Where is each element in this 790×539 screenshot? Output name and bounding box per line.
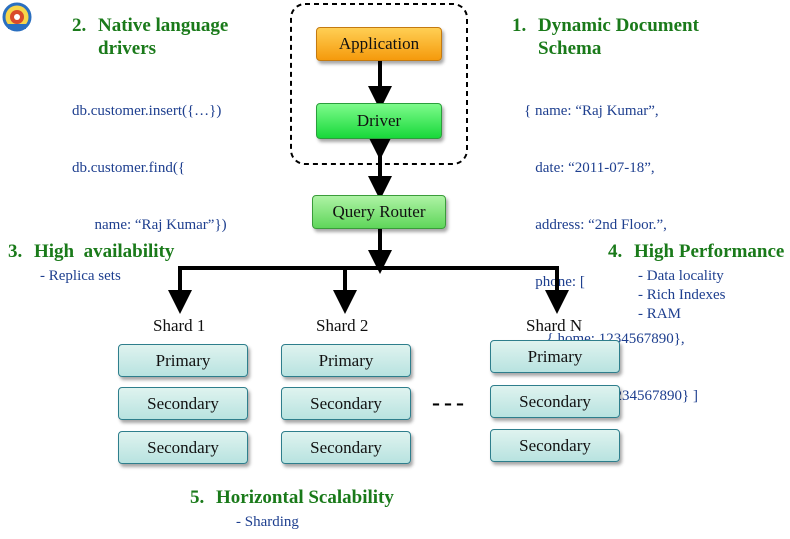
performance-bullet: - Data locality (638, 268, 724, 284)
json-line: { name: “Raj Kumar”, (524, 103, 659, 119)
performance-bullets: - Data locality - Rich Indexes - RAM (638, 267, 725, 324)
shard-2-label: Shard 2 (316, 316, 369, 335)
university-seal-icon (2, 2, 32, 32)
shard-n-label: Shard N (526, 316, 583, 335)
native-drivers-heading: 2.Native language (72, 15, 229, 36)
code-line: db.customer.insert({…}) (72, 103, 222, 119)
scalability-bullet: - Sharding (236, 514, 299, 530)
availability-heading: 3.High availability (8, 241, 175, 262)
more-shards-ellipsis: - - - (432, 390, 464, 416)
json-line: address: “2nd Floor.”, (524, 217, 667, 233)
shard-n-primary: Primary (490, 340, 620, 373)
code-line: db.customer.find({ (72, 160, 186, 176)
driver-code-sample: db.customer.insert({…}) db.customer.find… (72, 64, 227, 254)
json-line: date: “2011-07-18”, (524, 160, 655, 176)
driver-box: Driver (316, 103, 442, 139)
shard-2-secondary-1: Secondary (281, 387, 411, 420)
shard-n-secondary-2: Secondary (490, 429, 620, 462)
availability-bullet: - Replica sets (40, 268, 121, 284)
shard-2-secondary-2: Secondary (281, 431, 411, 464)
shard-n-secondary-1: Secondary (490, 385, 620, 418)
scalability-heading: 5.Horizontal Scalability (190, 487, 394, 508)
performance-heading: 4.High Performance (608, 241, 785, 262)
shard-1-label: Shard 1 (153, 316, 206, 335)
native-drivers-heading-cont: drivers (98, 38, 157, 59)
performance-bullet: - RAM (638, 306, 681, 322)
application-box: Application (316, 27, 442, 61)
schema-heading: 1.Dynamic Document (512, 15, 699, 36)
shard-1-secondary-1: Secondary (118, 387, 248, 420)
shard-1-primary: Primary (118, 344, 248, 377)
code-line: name: “Raj Kumar”}) (72, 217, 227, 233)
query-router-box: Query Router (312, 195, 446, 229)
shard-1-secondary-2: Secondary (118, 431, 248, 464)
performance-bullet: - Rich Indexes (638, 287, 726, 303)
schema-heading-cont: Schema (538, 38, 602, 59)
shard-2-primary: Primary (281, 344, 411, 377)
